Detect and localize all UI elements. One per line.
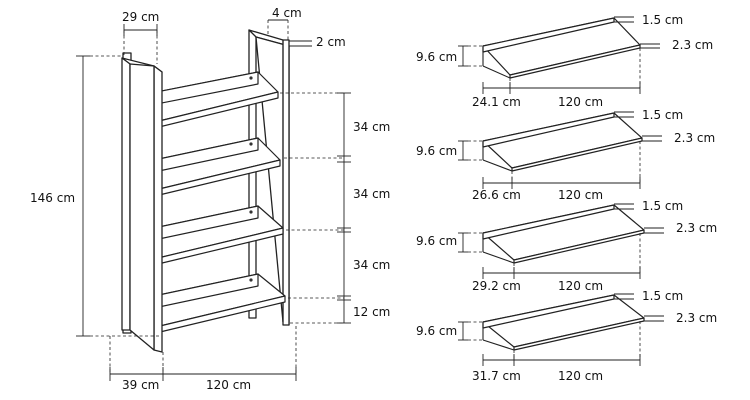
- shelf-1-depth-label: 24.1 cm: [472, 95, 521, 109]
- shelf-detail-3: [458, 203, 664, 279]
- shelf-4-lip-label: 1.5 cm: [642, 289, 683, 303]
- shelf-1-edge-label: 2.3 cm: [672, 38, 713, 52]
- shelf-detail-4: [458, 293, 664, 366]
- shelf-4-height-label: 9.6 cm: [416, 324, 457, 338]
- shelf-3-lip-label: 1.5 cm: [642, 199, 683, 213]
- height-label: 146 cm: [30, 191, 75, 205]
- tube-thickness-label: 2 cm: [316, 35, 346, 49]
- shelf-3-edge-label: 2.3 cm: [676, 221, 717, 235]
- shelf-1-width-label: 120 cm: [558, 95, 603, 109]
- foot-depth-label: 39 cm: [122, 378, 159, 392]
- shelf-3-width-label: 120 cm: [558, 279, 603, 293]
- shelf-1-lip-label: 1.5 cm: [642, 13, 683, 27]
- shelf-1-height-label: 9.6 cm: [416, 50, 457, 64]
- shelf-4-edge-label: 2.3 cm: [676, 311, 717, 325]
- shelf-4-width-label: 120 cm: [558, 369, 603, 383]
- bottom-clearance-label: 12 cm: [353, 305, 390, 319]
- shelf-detail-2: [458, 111, 662, 189]
- shelf-2-lip-label: 1.5 cm: [642, 108, 683, 122]
- shelf-3-depth-label: 29.2 cm: [472, 279, 521, 293]
- depth-top-label: 29 cm: [122, 10, 159, 24]
- front-left-upright: [121, 57, 163, 353]
- shelf-2-edge-label: 2.3 cm: [674, 131, 715, 145]
- shelf-detail-1: [458, 16, 660, 94]
- bookcase-dimension-lines: [76, 19, 351, 381]
- tube-width-label: 4 cm: [272, 6, 302, 20]
- gap-3-label: 34 cm: [353, 258, 390, 272]
- gap-2-label: 34 cm: [353, 187, 390, 201]
- bookcase-drawing: [121, 29, 290, 353]
- shelf-4-drawing: [125, 273, 286, 333]
- gap-1-label: 34 cm: [353, 120, 390, 134]
- shelf-3-height-label: 9.6 cm: [416, 234, 457, 248]
- shelf-4-depth-label: 31.7 cm: [472, 369, 521, 383]
- bookcase-width-label: 120 cm: [206, 378, 251, 392]
- shelf-2-width-label: 120 cm: [558, 188, 603, 202]
- shelf-2-depth-label: 26.6 cm: [472, 188, 521, 202]
- shelf-2-height-label: 9.6 cm: [416, 144, 457, 158]
